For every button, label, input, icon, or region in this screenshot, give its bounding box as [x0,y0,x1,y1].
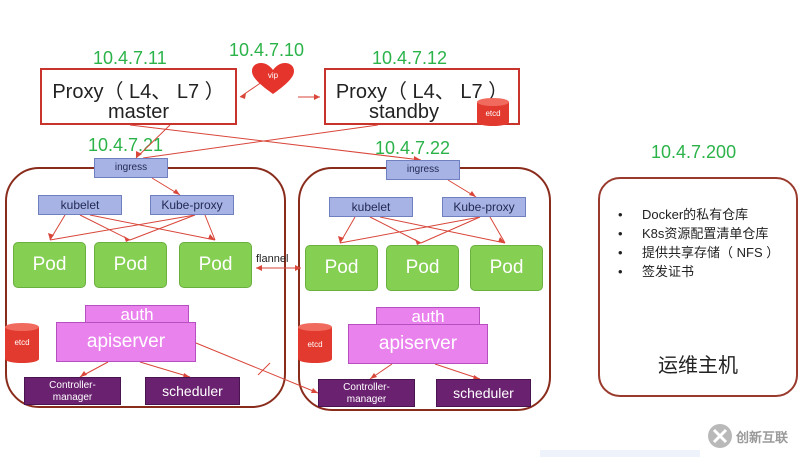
node2-controller-manager: Controller- manager [318,379,415,407]
master-to-ingress1 [135,124,171,159]
node2-kube-proxy: Kube-proxy [442,197,526,217]
node1-scheduler: scheduler [145,377,240,405]
node1-pod-1: Pod [13,242,86,288]
node1-pod-3: Pod [179,242,252,288]
node2-pod-1: Pod [305,245,378,291]
top-band [0,0,804,40]
ip-ops-host: 10.4.7.200 [651,142,737,162]
node2-pod-3: Pod [470,245,543,291]
vip-arrow-left [239,81,263,98]
node1-pod-2: Pod [94,242,167,288]
ops-host-title: 运维主机 [658,355,738,377]
vip-heart-icon [252,63,294,94]
proxy-standby-role: standby [368,101,440,123]
watermark: 创新互联 [700,418,804,457]
node2-pod-2: Pod [386,245,459,291]
node1-controller-manager: Controller- manager [24,377,121,405]
node2-apiserver: apiserver [348,324,488,364]
ip-vip: 10.4.7.10 [229,40,305,60]
node2-auth: auth [376,307,480,326]
apiserver-cross-link [195,342,319,394]
ip-proxy-master: 10.4.7.11 [93,48,167,68]
etcd-label-node2: etcd [307,340,323,349]
vip-label: vip [267,71,279,80]
node2-ingress: ingress [386,160,460,180]
node1-apiserver: apiserver [56,322,196,362]
ops-host-item: Docker的私有仓库 [618,205,779,224]
ops-host-list: Docker的私有仓库 K8s资源配置清单仓库 提供共享存储（ NFS ） 签发… [600,205,779,281]
proxy-master-role: master [107,101,170,123]
ctl-line2: manager [346,394,387,405]
ctl-line1: Controller- [343,382,390,393]
standby-to-ingress1 [142,124,379,159]
ip-proxy-standby: 10.4.7.12 [372,48,448,68]
flannel-label: flannel [256,253,289,265]
ops-host-frame: Docker的私有仓库 K8s资源配置清单仓库 提供共享存储（ NFS ） 签发… [598,177,798,397]
node1-auth: auth [85,305,189,324]
proxy-master-box: Proxy（ L4、 L7 ） master [40,68,237,125]
ip-node2: 10.4.7.22 [375,138,451,158]
etcd-cylinder-icon [5,323,39,363]
node1-kubelet: kubelet [38,195,122,215]
proxy-master-title: Proxy（ L4、 L7 ） [52,81,225,103]
ctl-line1: Controller- [49,380,96,391]
bottom-bar [540,450,700,457]
ctl-line2: manager [52,392,93,403]
node1-ingress: ingress [94,158,168,178]
node2-kubelet: kubelet [329,197,413,217]
etcd-label-node1: etcd [14,338,30,347]
ops-host-item: K8s资源配置清单仓库 [618,224,779,243]
node2-scheduler: scheduler [436,379,531,407]
etcd-cylinder-icon [298,323,332,363]
node1-kube-proxy: Kube-proxy [150,195,234,215]
etcd-cylinder-icon [477,98,509,126]
proxy-standby-title: Proxy（ L4、 L7 ） [335,81,509,103]
watermark-text: 创新互联 [736,430,789,445]
ops-host-item: 签发证书 [618,262,779,281]
ops-host-item: 提供共享存储（ NFS ） [618,243,779,262]
etcd-label-standby: etcd [485,109,501,118]
master-to-ingress2 [129,124,422,161]
watermark-logo-icon [708,424,732,448]
